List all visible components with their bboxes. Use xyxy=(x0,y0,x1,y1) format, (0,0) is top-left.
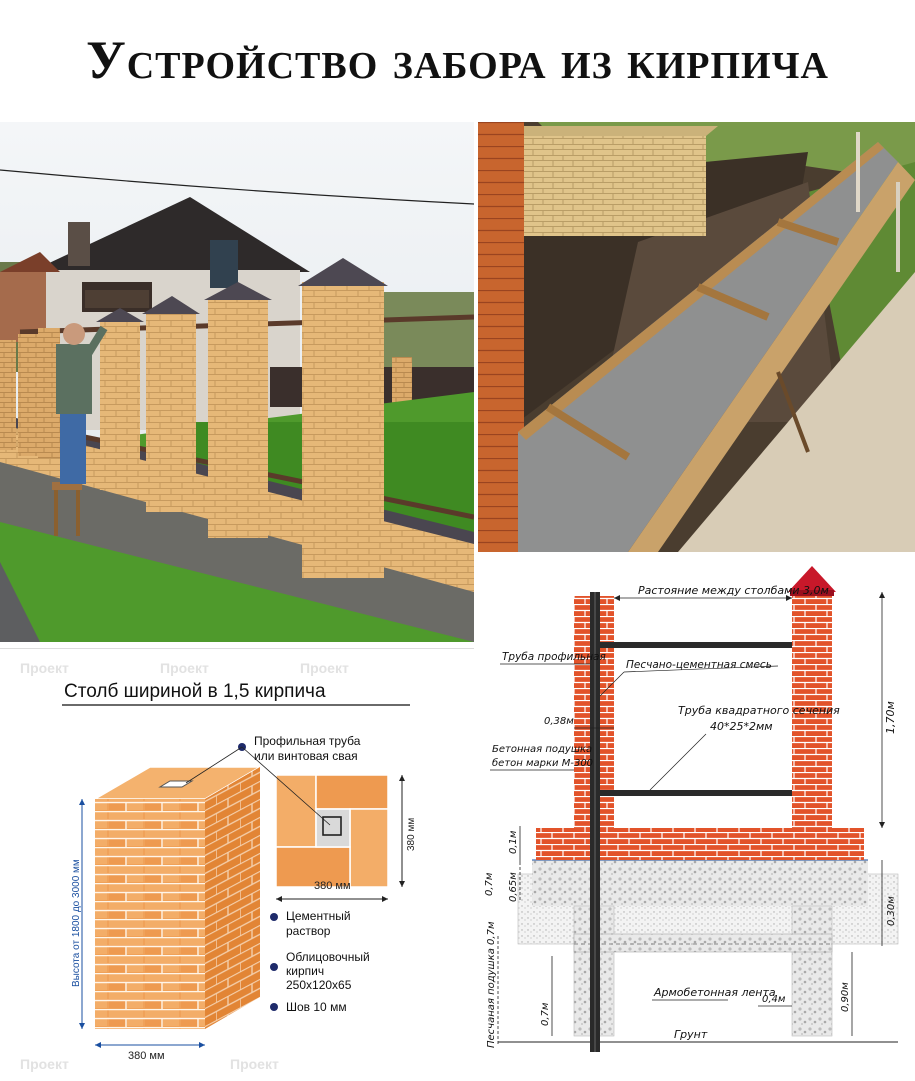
column-diagram: Проект Проект Проект Проект Проект Столб… xyxy=(0,648,474,1081)
square-pipe-label-1: Труба квадратного сечения xyxy=(678,704,840,717)
mortar-label-2: раствор xyxy=(286,924,331,938)
column-height-label: Высота от 1800 до 3000 мм xyxy=(71,859,82,987)
brick-label-1: Облицовочный xyxy=(286,950,370,964)
section-diagram-svg: Растояние между столбами 3,0м Труба проф… xyxy=(484,566,899,1052)
dim-17: 1,70м xyxy=(884,701,897,734)
dim-07-bottom: 0,7м xyxy=(540,1002,551,1026)
dim-030: 0,30м xyxy=(886,896,897,926)
brick-label-2: кирпич xyxy=(286,964,324,978)
column-plan-view xyxy=(275,774,389,888)
watermark-text: Проект xyxy=(20,1056,69,1072)
rebar-tape-label: Армобетонная лента xyxy=(653,986,776,999)
dim-038: 0,38м xyxy=(544,716,574,727)
plan-height-label: 380 мм xyxy=(406,818,417,851)
fence-photo xyxy=(0,122,474,642)
column-heading: Столб шириной в 1,5 кирпича xyxy=(64,681,326,702)
column-width-label: 380 мм xyxy=(128,1050,165,1062)
concrete-pad-label-2: бетон марки М-300 xyxy=(492,757,593,769)
ground-label: Грунт xyxy=(674,1028,708,1041)
pipe-label-1: Профильная труба xyxy=(254,734,361,748)
page-title: Устройство забора из кирпича xyxy=(86,30,829,90)
foundation-photo-illustration xyxy=(478,122,915,552)
dim-01: 0,1м xyxy=(508,830,519,854)
watermark-text: Проект xyxy=(300,660,349,676)
column-diagram-svg: Проект Проект Проект Проект Проект Столб… xyxy=(20,660,417,1072)
watermark-text: Проект xyxy=(230,1056,279,1072)
mortar-label-1: Цементный xyxy=(286,909,351,923)
square-pipe-label-2: 40*25*2мм xyxy=(710,720,773,733)
dim-065: 0,65м xyxy=(508,872,519,902)
brick-label-3: 250x120x65 xyxy=(286,978,352,992)
distance-label: Растояние между столбами 3,0м xyxy=(638,584,829,597)
dim-04: 0,4м xyxy=(762,994,786,1005)
section-diagram: Растояние между столбами 3,0м Труба проф… xyxy=(478,556,915,1080)
fence-photo-illustration xyxy=(0,122,474,642)
concrete-pad-label-1: Бетонная подушка xyxy=(492,744,592,755)
page-title-band: Устройство забора из кирпича xyxy=(0,0,915,120)
seam-label: Шов 10 мм xyxy=(286,1000,347,1014)
watermark-text: Проект xyxy=(160,660,209,676)
plan-width-label: 380 мм xyxy=(314,880,351,892)
foundation-photo xyxy=(478,122,915,552)
dim-090: 0,90м xyxy=(840,982,851,1012)
pipe-label-2: или винтовая свая xyxy=(254,749,358,763)
dim-07-top: 0,7м xyxy=(484,872,495,896)
pipe-profile-label: Труба профильная xyxy=(502,651,606,663)
watermark-text: Проект xyxy=(20,660,69,676)
brick-column xyxy=(92,766,263,1029)
sand-pad-label: Песчаная подушка 0,7м xyxy=(486,921,497,1048)
